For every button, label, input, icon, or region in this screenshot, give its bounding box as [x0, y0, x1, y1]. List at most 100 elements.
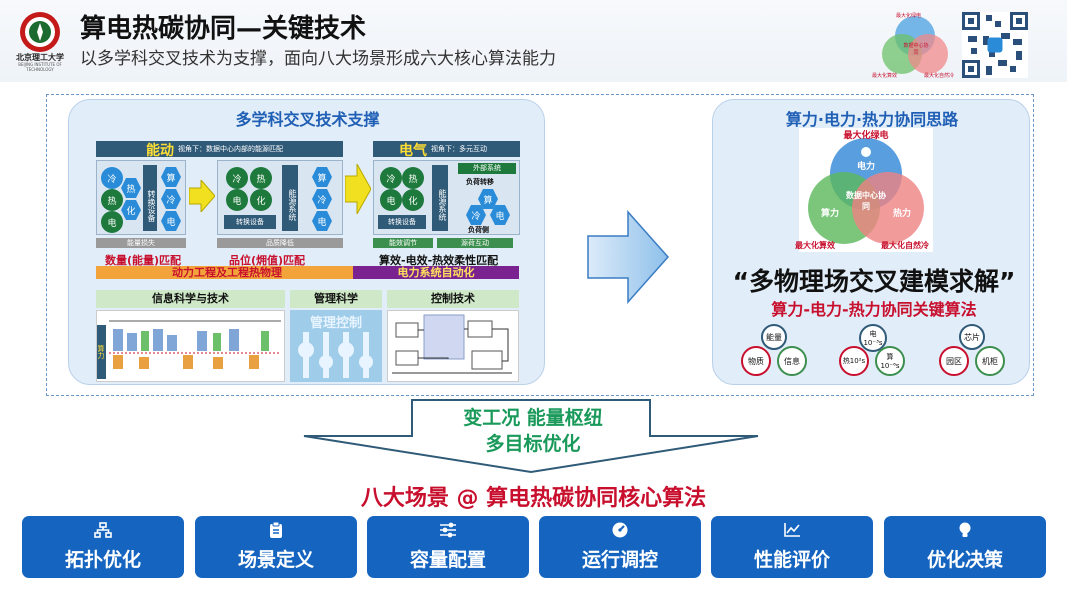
- load-transfer: 负荷转移: [466, 178, 494, 186]
- control-schematic: [392, 314, 512, 374]
- triad-energy: 能量 物质 信息: [737, 324, 815, 380]
- energy-footer: 动力工程及工程热物理: [96, 266, 358, 279]
- clipboard-icon: [195, 521, 357, 540]
- card-scene-definition[interactable]: 场景定义: [195, 516, 357, 578]
- grade-loss-bar: 品质降低: [217, 238, 343, 248]
- funnel-line-2: 多目标优化: [485, 433, 581, 455]
- venn-heat: 热力: [893, 209, 912, 219]
- university-logo: [10, 8, 74, 68]
- node-compute-e: 算: [478, 189, 498, 209]
- topology-icon: [22, 522, 184, 540]
- left-panel: 多学科交叉技术支撑 能动 视角下：数据中心内部的能源匹配 冷 热 电 热 化 转…: [68, 99, 545, 385]
- chart-icon: [711, 522, 873, 540]
- triad1-right: 信息: [777, 346, 807, 376]
- mini-venn-br: 最大化自然冷: [924, 73, 955, 79]
- control-diagram: [387, 310, 519, 382]
- node-compute-m: 算: [312, 167, 332, 187]
- node-heat-hex: 热: [121, 178, 141, 198]
- node-cold-e: 冷: [380, 167, 402, 189]
- load-side: 负荷侧: [468, 226, 489, 234]
- electric-title: 电气: [399, 143, 427, 159]
- algorithm-cards: 拓扑优化 场景定义 容量配置 运行调控 性能评价 优化决策: [22, 516, 1048, 578]
- funnel-text: 变工况 能量枢纽 多目标优化: [415, 405, 651, 457]
- node-elec-m2: 电: [312, 211, 332, 231]
- control-header: 控制技术: [387, 290, 519, 308]
- yellow-arrow-2: [345, 164, 371, 214]
- node-heat-m: 热: [250, 167, 272, 189]
- node-hua-m: 化: [250, 189, 272, 211]
- interaction-bar: 源荷互动: [437, 238, 513, 248]
- node-elec-m: 电: [226, 189, 248, 211]
- key-algorithm-title: 算力-电力-热力协同关键算法: [771, 300, 977, 319]
- node-elec: 电: [101, 211, 123, 233]
- mini-venn-diagram: 最大化绿电 数据中心协同 最大化算效 最大化自然冷: [872, 10, 958, 80]
- triad-time: 电10⁻³s 热10²s 算10⁻⁶s: [835, 324, 913, 380]
- right-panel: 算力·电力·热力协同思路 最大化绿电 电力 数据中心协同 算力 热力 最大化算效…: [712, 99, 1030, 385]
- triad1-top: 能量: [761, 324, 787, 350]
- venn-compute: 算力: [821, 209, 840, 219]
- node-cold-m2: 冷: [312, 189, 332, 209]
- triad-scale: 芯片 园区 机柜: [935, 324, 1013, 380]
- triad3-top: 芯片: [959, 324, 985, 350]
- node-compute: 算: [161, 167, 181, 187]
- electric-caption: 视角下：多元互动: [431, 145, 487, 153]
- card-operation[interactable]: 运行调控: [539, 516, 701, 578]
- node-hua-e: 化: [402, 189, 424, 211]
- card-label: 拓扑优化: [64, 549, 141, 571]
- node-elec-e2: 电: [490, 205, 510, 225]
- yellow-arrow-1: [189, 180, 215, 212]
- node-cold-out: 冷: [161, 189, 181, 209]
- university-name: 北京理工大学: [16, 53, 64, 62]
- electric-box: 冷 热 电 化 转换设备 能源系统 外部系统 负荷转移 算 冷 电 负荷侧: [373, 160, 520, 235]
- left-panel-title: 多学科交叉技术支撑: [235, 110, 380, 129]
- card-topology[interactable]: 拓扑优化: [22, 516, 184, 578]
- node-cold-m: 冷: [226, 167, 248, 189]
- page-title: 算电热碳协同—关键技术: [80, 14, 367, 44]
- card-capacity[interactable]: 容量配置: [367, 516, 529, 578]
- node-elec-e: 电: [380, 189, 402, 211]
- card-label: 容量配置: [409, 549, 486, 571]
- venn-br: 最大化自然冷: [881, 241, 929, 250]
- match-quantity: 数量(能量)匹配: [105, 254, 182, 267]
- management-watermark: 管理控制: [309, 316, 362, 331]
- energy-loss-bar: 能量损失: [96, 238, 186, 248]
- management-diagram: 管理控制: [290, 310, 382, 382]
- mini-venn-center: 数据中心协同: [903, 43, 929, 56]
- gauge-icon: [539, 522, 701, 540]
- node-heat: 热: [101, 189, 123, 211]
- card-label: 优化决策: [926, 549, 1003, 571]
- node-heat-e: 热: [402, 167, 424, 189]
- triad2-right: 算10⁻⁶s: [875, 346, 905, 376]
- management-icon: [298, 332, 373, 378]
- card-label: 运行调控: [581, 549, 658, 571]
- main-frame: [46, 94, 1034, 396]
- venn-center: 数据中心协同: [846, 191, 886, 211]
- university-name-en: BEIJING INSTITUTE OF TECHNOLOGY: [18, 62, 62, 72]
- scenes-title: 八大场景 @ 算电热碳协同核心算法: [360, 486, 707, 511]
- modeling-quote: “多物理场交叉建模求解”: [732, 267, 1016, 296]
- node-hua: 化: [121, 200, 141, 220]
- venn-diagram: 最大化绿电 电力 数据中心协同 算力 热力 最大化算效 最大化自然冷: [795, 128, 933, 252]
- node-elec-out: 电: [161, 211, 181, 231]
- energy-header: 能动 视角下：数据中心内部的能源匹配: [96, 141, 343, 159]
- convert-device-1: 转换设备: [143, 165, 157, 231]
- row-label: 算力: [97, 325, 106, 379]
- card-label: 性能评价: [753, 549, 830, 571]
- triad3-right: 机柜: [975, 346, 1005, 376]
- mini-venn-top: 最大化绿电: [896, 13, 922, 19]
- electric-header: 电气 视角下：多元互动: [373, 141, 520, 159]
- right-panel-title: 算力·电力·热力协同思路: [785, 110, 959, 129]
- triad2-left: 热10²s: [839, 346, 869, 376]
- energy-title: 能动: [146, 143, 174, 159]
- info-science-diagram: 算力: [96, 310, 285, 382]
- card-decision[interactable]: 优化决策: [884, 516, 1046, 578]
- match-grade: 品位(㶲值)匹配: [229, 254, 306, 267]
- triad1-left: 物质: [741, 346, 771, 376]
- electric-convert: 转换设备: [378, 215, 426, 229]
- big-right-arrow: [587, 210, 670, 304]
- card-evaluation[interactable]: 性能评价: [711, 516, 873, 578]
- sliders-icon: [367, 522, 529, 540]
- venn-power: 电力: [856, 162, 875, 172]
- energy-source-box: 冷 热 电 热 化 转换设备 算 冷 电: [96, 160, 186, 235]
- qr-code[interactable]: [962, 12, 1028, 78]
